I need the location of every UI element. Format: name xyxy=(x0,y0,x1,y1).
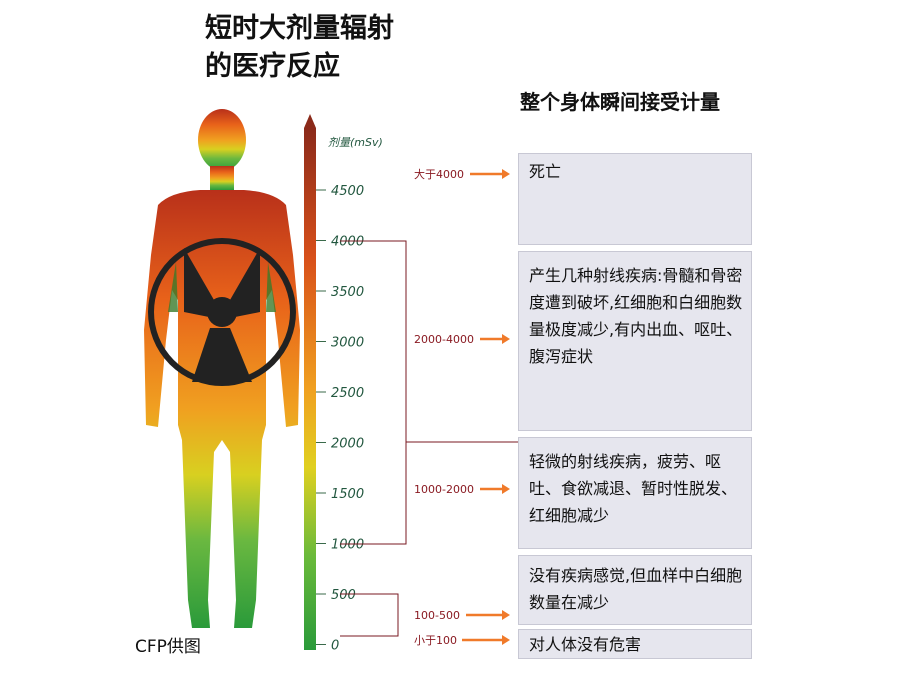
dose-range-label: 2000-4000 xyxy=(414,333,474,346)
image-credit: CFP供图 xyxy=(135,637,201,657)
scale-tick-label: 3000 xyxy=(331,336,364,351)
scale-arrow-top xyxy=(304,114,316,128)
scale-tick-label: 0 xyxy=(331,639,339,654)
scale-tick-label: 4500 xyxy=(331,184,364,199)
dose-range-label: 1000-2000 xyxy=(414,483,474,496)
effect-box-100-500: 没有疾病感觉,但血样中白细胞数量在减少 xyxy=(518,555,752,625)
radiation-symbol-icon xyxy=(148,238,296,386)
effect-box-1000-2000: 轻微的射线疾病，疲劳、呕吐、食欲减退、暂时性脱发、红细胞减少 xyxy=(518,437,752,549)
human-body-silhouette xyxy=(144,109,300,628)
effect-text: 没有疾病感觉,但血样中白细胞数量在减少 xyxy=(529,566,743,612)
effect-text: 死亡 xyxy=(529,162,562,181)
effect-text: 轻微的射线疾病，疲劳、呕吐、食欲减退、暂时性脱发、红细胞减少 xyxy=(529,452,738,525)
arrow-right-icon xyxy=(480,334,510,344)
scale-tick-label: 1500 xyxy=(331,487,364,502)
effect-text: 产生几种射线疾病:骨髓和骨密度遭到破坏,红细胞和白细胞数量极度减少,有内出血、呕… xyxy=(529,266,743,366)
effect-box-2000-4000: 产生几种射线疾病:骨髓和骨密度遭到破坏,红细胞和白细胞数量极度减少,有内出血、呕… xyxy=(518,251,752,431)
scale-unit-label: 剂量(mSv) xyxy=(328,136,383,149)
arrow-right-icon xyxy=(462,635,510,645)
scale-tick-label: 500 xyxy=(331,588,356,603)
dose-column-title: 整个身体瞬间接受计量 xyxy=(520,90,720,114)
effect-text: 对人体没有危害 xyxy=(529,635,642,654)
range-brackets xyxy=(340,240,518,637)
scale-tick-label: 2000 xyxy=(331,437,364,452)
effect-box-under-100: 对人体没有危害 xyxy=(518,629,752,659)
dose-range-label: 小于100 xyxy=(414,634,457,647)
effect-box-over-4000: 死亡 xyxy=(518,153,752,245)
arrow-right-icon xyxy=(470,169,510,179)
scale-tick-label: 1000 xyxy=(331,538,364,553)
arrow-right-icon xyxy=(466,610,510,620)
title-line-2: 的医疗反应 xyxy=(205,51,340,82)
arrow-right-icon xyxy=(480,484,510,494)
scale-tick-label: 2500 xyxy=(331,386,364,401)
dose-range-label: 大于4000 xyxy=(414,167,464,181)
scale-tick-label: 3500 xyxy=(331,285,364,300)
page-title: 短时大剂量辐射 的医疗反应 xyxy=(205,10,425,86)
dose-scale: 剂量(mSv) 4500 4000 3500 3000 2500 2000 1500 1000… xyxy=(304,114,383,654)
scale-tick-label: 4000 xyxy=(331,235,364,250)
dose-gradient-bar xyxy=(304,128,316,650)
dose-range-label: 100-500 xyxy=(414,609,460,622)
title-line-1: 短时大剂量辐射 xyxy=(205,13,394,44)
